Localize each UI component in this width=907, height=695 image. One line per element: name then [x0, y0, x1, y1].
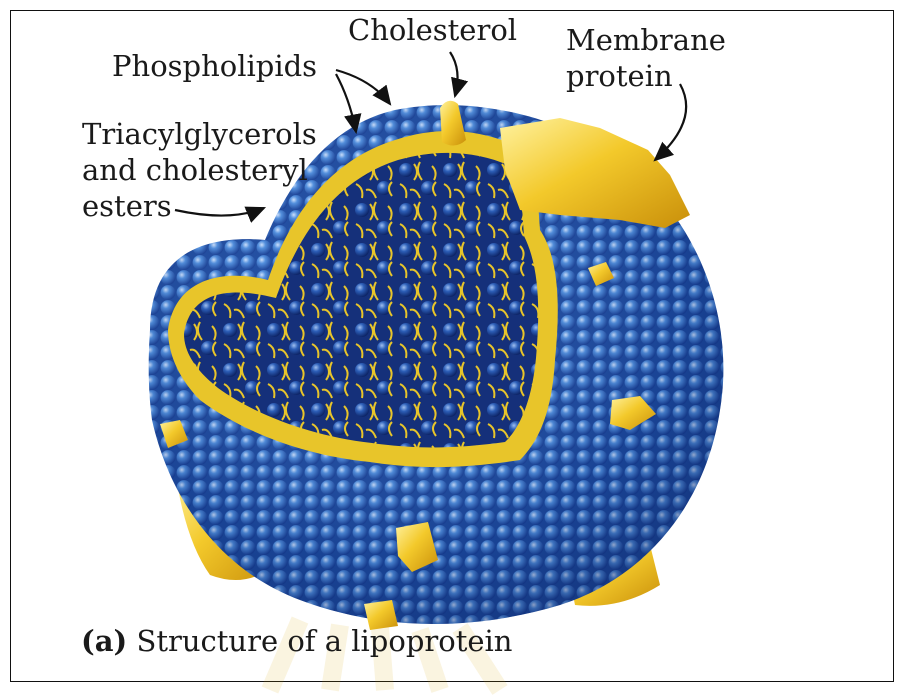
label-cholesterol: Cholesterol — [348, 14, 517, 48]
label-triacylglycerols-line2: and cholesteryl — [82, 154, 308, 188]
figure-caption: (a) Structure of a lipoprotein — [81, 624, 512, 658]
label-triacylglycerols-line3: esters — [82, 190, 172, 224]
label-membrane-protein-line2: protein — [566, 60, 673, 94]
label-membrane-protein-line1: Membrane — [566, 24, 726, 58]
caption-text: Structure of a lipoprotein — [127, 624, 512, 658]
label-phospholipids: Phospholipids — [112, 50, 317, 84]
label-triacylglycerols-line1: Triacylglycerols — [82, 118, 317, 152]
caption-letter: (a) — [81, 624, 127, 658]
